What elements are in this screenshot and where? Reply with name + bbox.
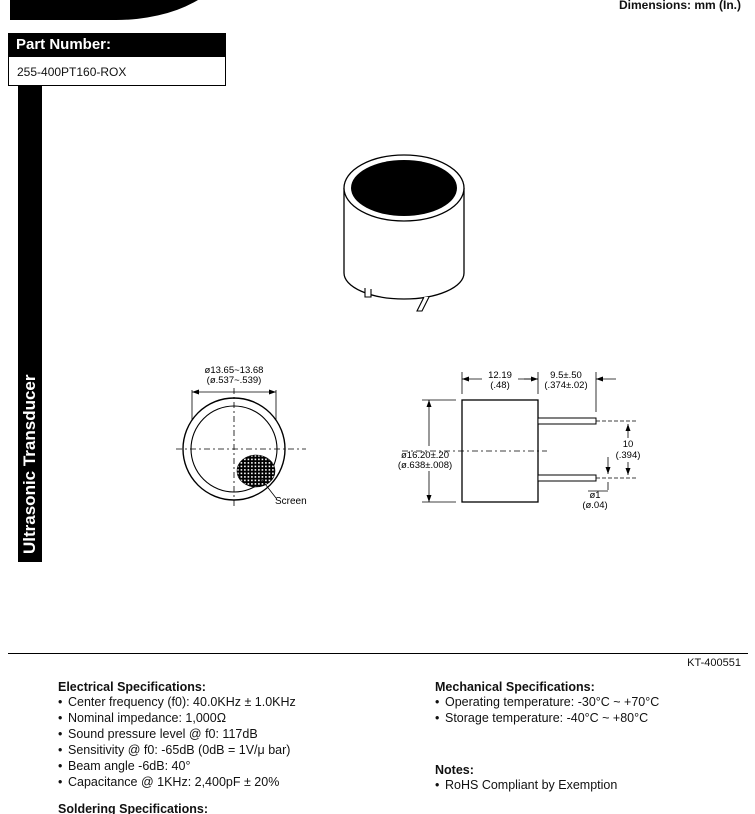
- spec-item: Nominal impedance: 1,000Ω: [58, 710, 398, 726]
- dimensions-note: Dimensions: mm (In.): [618, 0, 741, 12]
- side-view-drawing: 12.19 (.48) 9.5±.50 (.374±.02) ø16.20±.2…: [398, 370, 641, 511]
- electrical-title: Electrical Specifications:: [58, 680, 206, 694]
- document-code: KT-400551: [687, 657, 741, 669]
- section-divider: [8, 653, 748, 654]
- part-number-label: Part Number:: [8, 33, 226, 56]
- body-length-mm: 12.19: [488, 370, 512, 381]
- pin-spacing-mm: 10: [623, 439, 634, 450]
- electrical-list: Center frequency (f0): 40.0KHz ± 1.0KHz …: [58, 694, 398, 790]
- pin-dia-in: (ø.04): [582, 500, 607, 511]
- spec-item: Beam angle -6dB: 40°: [58, 758, 398, 774]
- notes-title: Notes:: [435, 763, 474, 777]
- body-length-in: (.48): [490, 380, 510, 391]
- electrical-specs: Electrical Specifications: Center freque…: [58, 680, 398, 814]
- notes-section: Notes: RoHS Compliant by Exemption: [435, 763, 735, 793]
- front-dia-mm: ø13.65~13.68: [205, 365, 264, 376]
- transducer-3d-illustration: [343, 154, 465, 312]
- body-dia-in: (ø.638±.008): [398, 460, 452, 471]
- screen-label: Screen: [275, 496, 307, 507]
- pin-dia-mm: ø1: [589, 490, 600, 501]
- header-decoration: [10, 0, 226, 20]
- part-number-value: 255-400PT160-ROX: [8, 56, 226, 86]
- side-title-text: Ultrasonic Transducer: [20, 374, 39, 554]
- spec-item: Sound pressure level @ f0: 117dB: [58, 726, 398, 742]
- mechanical-specs: Mechanical Specifications: Operating tem…: [435, 680, 735, 726]
- spec-item: Operating temperature: -30°C ~ +70°C: [435, 694, 735, 710]
- spec-item: Center frequency (f0): 40.0KHz ± 1.0KHz: [58, 694, 398, 710]
- pin-spacing-in: (.394): [616, 450, 641, 461]
- body-dia-mm: ø16.20±.20: [401, 450, 449, 461]
- front-dia-in: (ø.537~.539): [207, 375, 262, 386]
- side-title-bar: [18, 86, 42, 562]
- mechanical-title: Mechanical Specifications:: [435, 680, 595, 694]
- note-item: RoHS Compliant by Exemption: [435, 777, 735, 793]
- pin-length-in: (.374±.02): [544, 380, 587, 391]
- soldering-title: Soldering Specifications:: [58, 802, 209, 814]
- side-title: Ultrasonic Transducer: [18, 86, 42, 562]
- spec-item: Capacitance @ 1KHz: 2,400pF ± 20%: [58, 774, 398, 790]
- front-view-drawing: ø13.65~13.68 (ø.537~.539) Screen: [176, 365, 307, 508]
- spec-item: Sensitivity @ f0: -65dB (0dB = 1V/μ bar): [58, 742, 398, 758]
- pin-length-mm: 9.5±.50: [550, 370, 582, 381]
- notes-list: RoHS Compliant by Exemption: [435, 777, 735, 793]
- mechanical-list: Operating temperature: -30°C ~ +70°C Sto…: [435, 694, 735, 726]
- spec-item: Storage temperature: -40°C ~ +80°C: [435, 710, 735, 726]
